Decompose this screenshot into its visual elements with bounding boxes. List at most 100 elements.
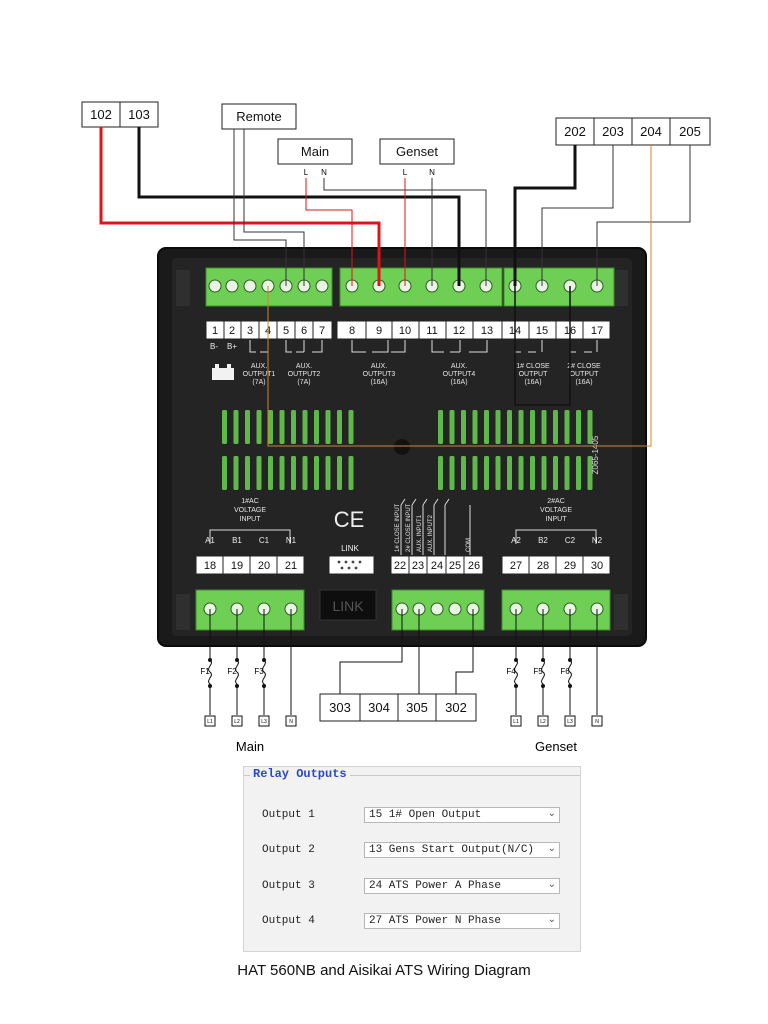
wire-204	[267, 145, 652, 447]
terminal-9: 9	[376, 325, 382, 337]
relay-output-row-4: Output 4 27 ATS Power N Phase ⌄	[262, 913, 562, 931]
vent-slot	[314, 456, 319, 490]
main-l3: L3	[261, 719, 267, 725]
wire-205	[596, 145, 691, 286]
terminal-5: 5	[283, 325, 289, 337]
vent-slot	[495, 456, 501, 490]
vent-slot	[472, 410, 478, 444]
vent-slot	[256, 410, 262, 444]
relay-output-row-1: Output 1 15 1# Open Output ⌄	[262, 807, 562, 825]
relay-output-label: Output 3	[262, 880, 315, 892]
wire-label-202: 202	[564, 124, 586, 139]
relay-output-value: 15 1# Open Output	[369, 809, 482, 821]
vent-slot	[564, 456, 570, 490]
wire-label-302: 302	[445, 700, 467, 715]
terminal-1: 1	[212, 325, 218, 337]
phase-labels: A1 B1 C1 N1 A2 B2 C2 N2	[205, 536, 603, 545]
terminal-27: 27	[510, 560, 522, 572]
wire-label-303: 303	[329, 700, 351, 715]
relay-outputs-title: Relay Outputs	[250, 767, 350, 781]
terminal-11: 11	[426, 325, 437, 337]
wire-label-204: 204	[640, 124, 662, 139]
genset-l2: L2	[540, 719, 546, 725]
remote-box: Remote	[221, 103, 297, 130]
vent-slot	[291, 410, 296, 444]
terminal-2: 2	[229, 325, 235, 337]
vent-slot	[541, 410, 547, 444]
terminal-12: 12	[453, 325, 465, 337]
wire-label-102: 102	[90, 107, 112, 122]
relay-label-1: AUX.OUTPUT1(7A)	[243, 363, 276, 386]
vent-slot	[587, 410, 593, 444]
vent-slot	[472, 456, 478, 490]
relay-output-row-3: Output 3 24 ATS Power A Phase ⌄	[262, 878, 562, 896]
relay-output-select-4[interactable]: 27 ATS Power N Phase ⌄	[364, 913, 560, 929]
vent-slot	[438, 456, 443, 490]
input-label-5: COM	[466, 538, 472, 552]
vent-slot	[576, 410, 581, 444]
phase-boxes: L1 L2 L3 N L1 L2 L3 N	[204, 715, 603, 727]
relay-output-value: 13 Gens Start Output(N/C)	[369, 844, 535, 856]
input-terminal-numbers: 22 23 24 25 26	[390, 555, 484, 575]
vent-slot	[449, 456, 455, 490]
vent-slot	[576, 456, 581, 490]
phase-b1: B1	[232, 536, 242, 545]
terminal-23: 23	[412, 560, 424, 572]
phase-c1: C1	[259, 536, 270, 545]
wire-14-16	[514, 286, 571, 406]
terminal-19: 19	[231, 560, 243, 572]
terminal-3: 3	[247, 325, 253, 337]
vent-slot	[564, 410, 570, 444]
model-code: Z065-1405	[591, 435, 600, 474]
vent-slot	[245, 456, 250, 490]
wire-remote-a	[233, 129, 287, 286]
fuse-f6: F6	[560, 667, 570, 676]
vent-slot	[256, 456, 262, 490]
wire-box-102-103: 102 103	[81, 101, 159, 128]
phase-n1: N1	[286, 536, 297, 545]
terminal-6: 6	[301, 325, 307, 337]
remote-label: Remote	[236, 109, 282, 124]
input-label-1: 1# CLOSE INPUT	[395, 503, 401, 552]
terminal-10: 10	[399, 325, 411, 337]
relay-label-3: AUX.OUTPUT3(16A)	[363, 363, 396, 386]
vent-slot	[325, 456, 331, 490]
vent-slot	[291, 456, 296, 490]
relay-output-value: 24 ATS Power A Phase	[369, 880, 502, 892]
top-terminal-numbers: 1 2 3 4 5 6 7 8 9 10 11 12 13 14 15 16 1…	[205, 320, 611, 340]
genset-l1: L1	[513, 719, 519, 725]
genset-bottom-label: Genset	[535, 739, 577, 754]
vent-slot	[279, 410, 285, 444]
battery-plus-label: B+	[227, 342, 237, 351]
terminal-30: 30	[591, 560, 603, 572]
main-l1: L1	[207, 719, 213, 725]
terminal-18: 18	[204, 560, 216, 572]
terminal-29: 29	[564, 560, 576, 572]
terminal-20: 20	[258, 560, 270, 572]
vent-slot	[314, 410, 319, 444]
relay-output-select-3[interactable]: 24 ATS Power A Phase ⌄	[364, 878, 560, 894]
fuse-f2: F2	[227, 667, 237, 676]
wire-label-203: 203	[602, 124, 624, 139]
terminal-17: 17	[591, 325, 603, 337]
link-label: LINK	[341, 544, 359, 553]
phase-a1: A1	[205, 536, 215, 545]
relay-output-select-1[interactable]: 15 1# Open Output ⌄	[364, 807, 560, 823]
wire-remote-b	[243, 129, 305, 286]
vent-slot	[302, 410, 308, 444]
relay-output-row-2: Output 2 13 Gens Start Output(N/C) ⌄	[262, 842, 562, 860]
relay-output-select-2[interactable]: 13 Gens Start Output(N/C) ⌄	[364, 842, 560, 858]
chevron-down-icon: ⌄	[547, 843, 556, 854]
input-label-3: AUX. INPUT1	[417, 514, 423, 552]
relay-output-label: Output 2	[262, 844, 315, 856]
terminal-28: 28	[537, 560, 549, 572]
main-n: N	[289, 719, 293, 725]
terminal-8: 8	[349, 325, 355, 337]
link-connector: LINK	[328, 544, 375, 575]
wire-label-304: 304	[368, 700, 390, 715]
vent-slot	[518, 410, 524, 444]
phase-c2: C2	[565, 536, 576, 545]
